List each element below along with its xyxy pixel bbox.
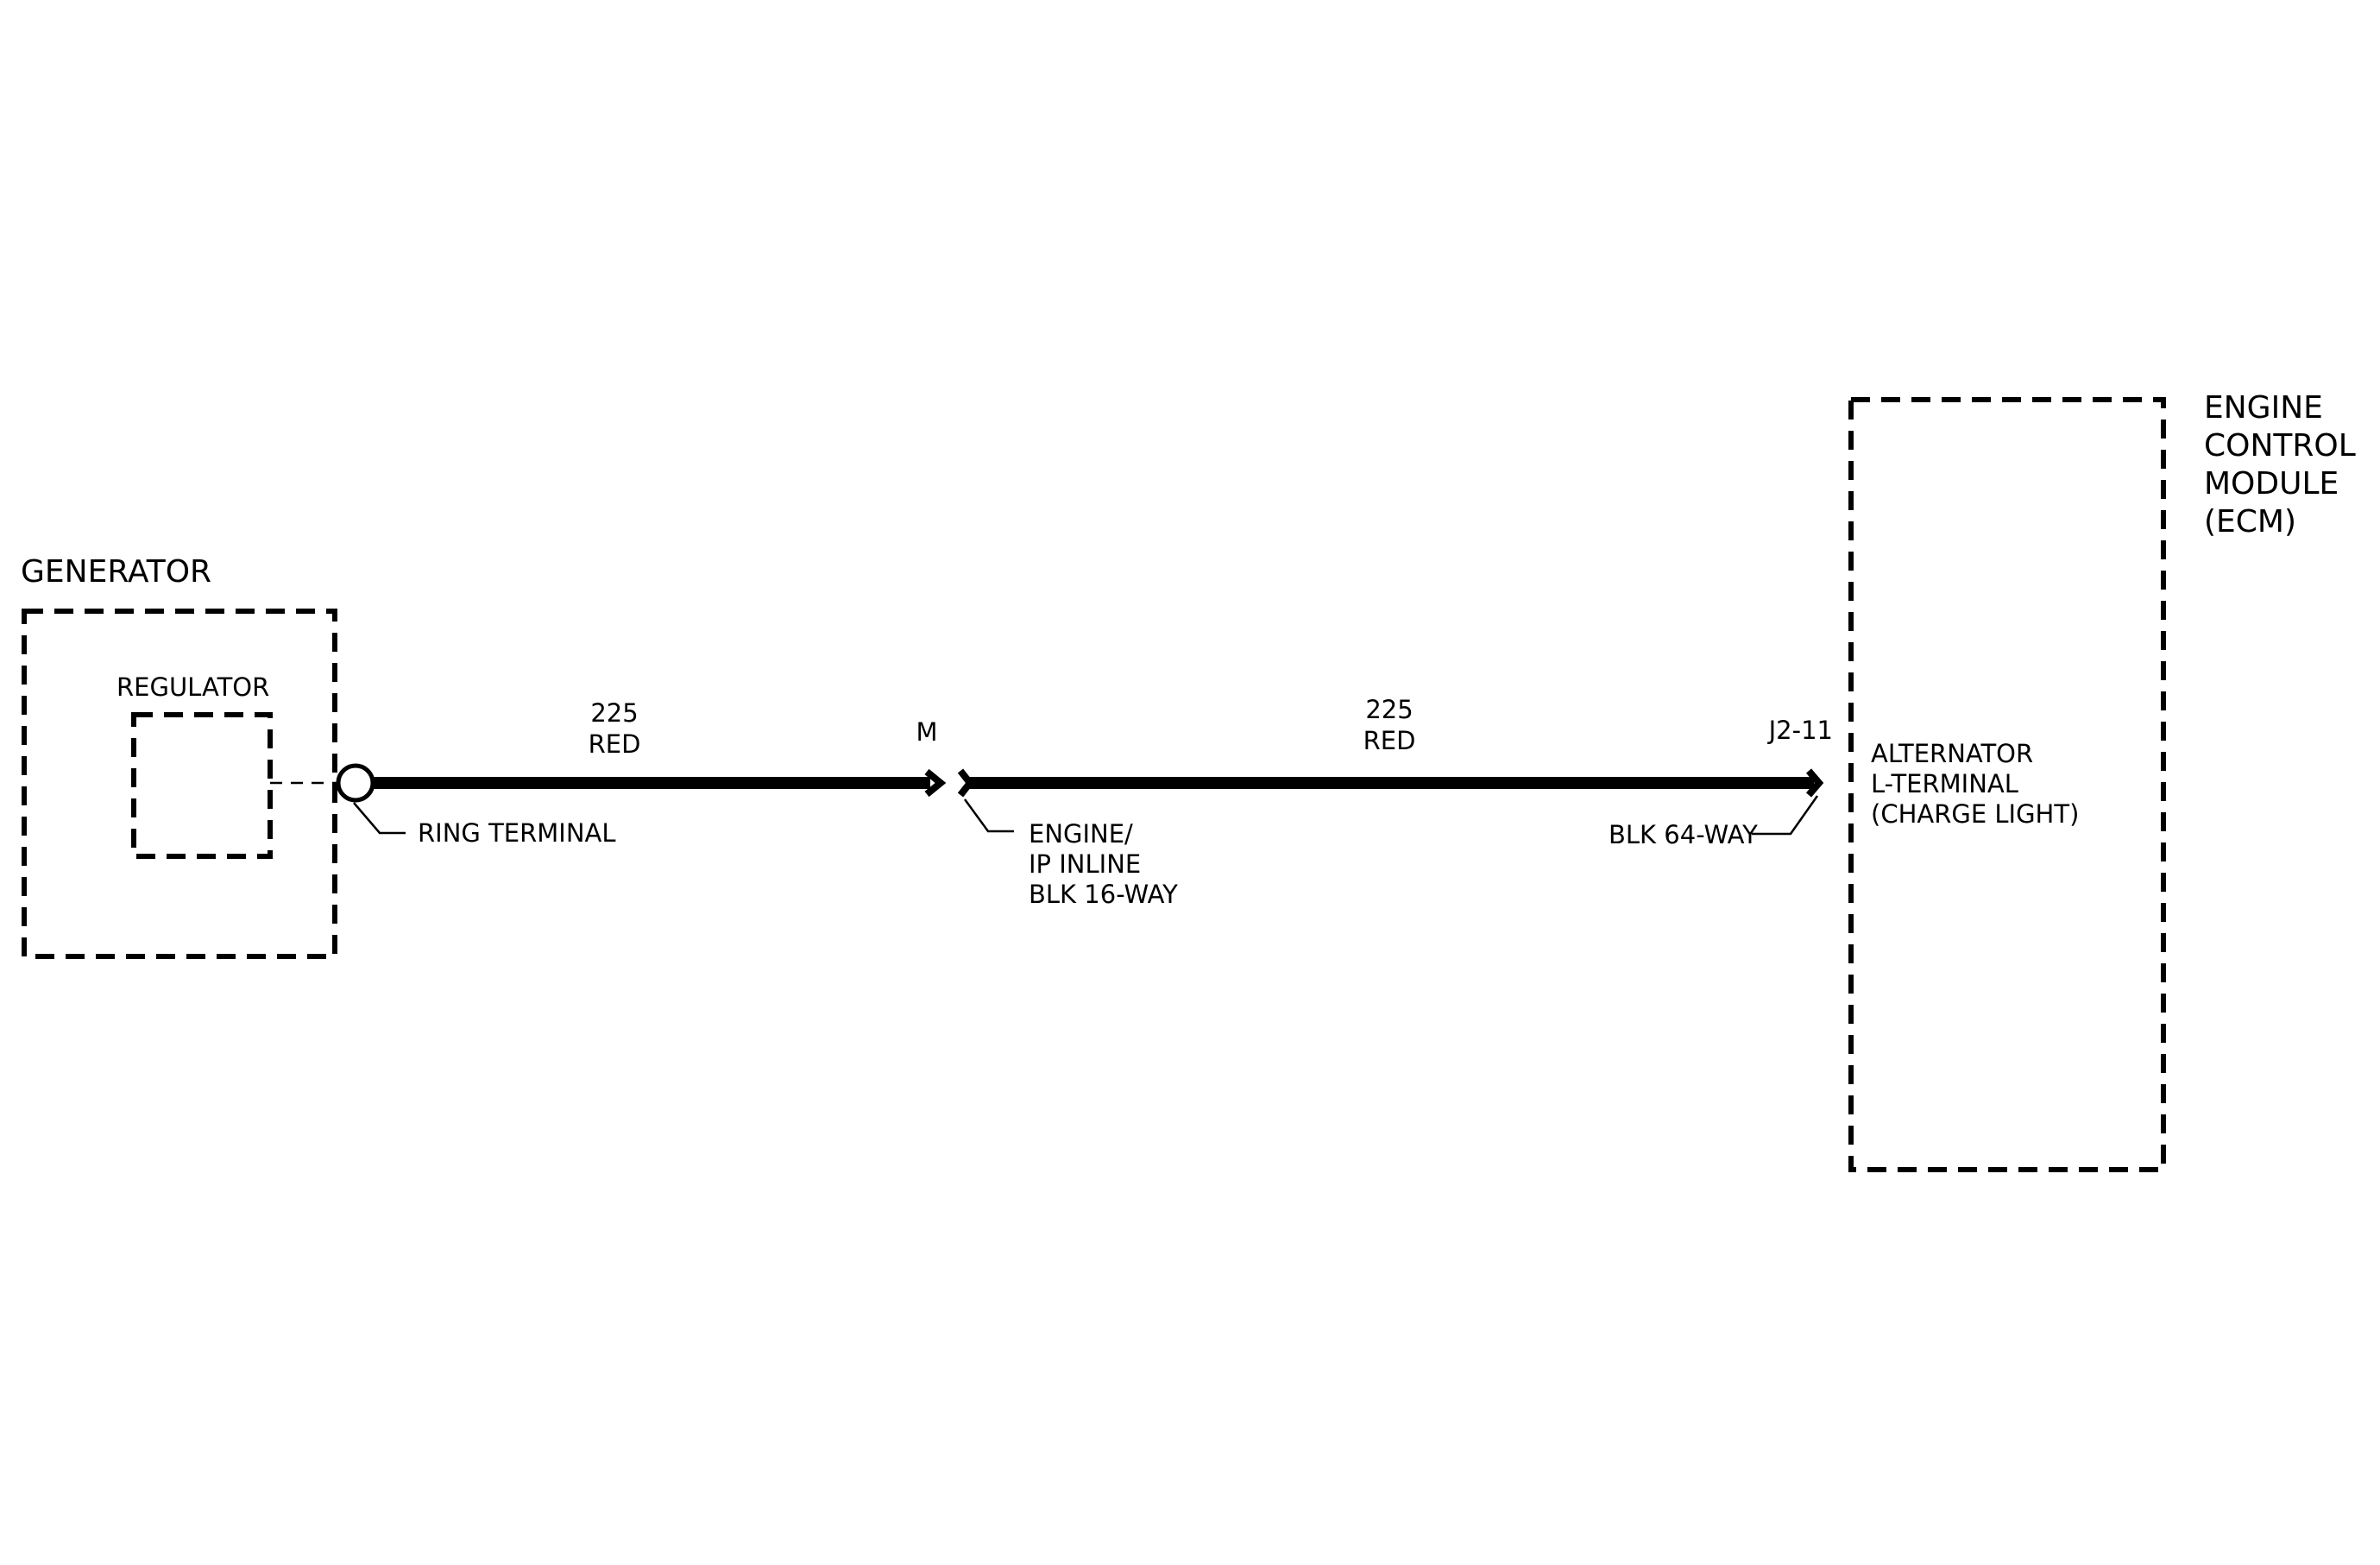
generator-title: GENERATOR — [21, 554, 211, 590]
ecm-connector-pin: J2-11 — [1767, 716, 1833, 745]
ecm-box — [1848, 397, 2166, 1172]
connector-terminal-icon — [1805, 768, 1824, 798]
inline-connector-name-2: IP INLINE — [1029, 849, 1141, 879]
ecm-input-3: (CHARGE LIGHT) — [1871, 799, 2079, 829]
inline-connector-name-1: ENGINE/ — [1029, 819, 1133, 849]
ecm-connector-leader — [1752, 795, 1819, 836]
ecm-title-3: MODULE — [2204, 466, 2339, 502]
regulator-box — [131, 712, 273, 859]
male-terminal-arrow-icon — [924, 768, 947, 798]
wire-2-circuit: 225 — [1365, 695, 1413, 724]
ecm-input-1: ALTERNATOR — [1871, 739, 2033, 768]
wire-segment-2: 225 RED — [966, 695, 1814, 789]
ring-terminal-leader — [353, 802, 406, 835]
ecm-connector: J2-11 BLK 64-WAY — [1609, 716, 1833, 849]
inline-connector-name-3: BLK 16-WAY — [1029, 880, 1178, 909]
wire-segment-1: 225 RED — [373, 698, 947, 798]
generator-box — [22, 609, 337, 959]
inline-connector-leader — [963, 798, 1014, 833]
inline-connector-pin: M — [916, 717, 937, 747]
generator-component: GENERATOR REGULATOR — [21, 554, 338, 959]
ring-terminal-label: RING TERMINAL — [418, 818, 616, 848]
ecm-title-4: (ECM) — [2204, 504, 2296, 540]
ecm-component: ENGINE CONTROL MODULE (ECM) ALTERNATOR L… — [1848, 390, 2356, 1172]
regulator-label: REGULATOR — [116, 672, 269, 702]
ring-terminal-icon — [336, 763, 375, 803]
wire-1-color: RED — [589, 729, 641, 759]
ecm-title-2: CONTROL — [2204, 428, 2356, 464]
wire-2-color: RED — [1363, 726, 1416, 755]
ecm-input-2: L-TERMINAL — [1871, 769, 2018, 798]
ecm-title-1: ENGINE — [2204, 390, 2323, 426]
ring-terminal: RING TERMINAL — [336, 763, 616, 848]
inline-connector: M ENGINE/ IP INLINE BLK 16-WAY — [916, 717, 1178, 909]
ecm-connector-name: BLK 64-WAY — [1609, 820, 1758, 849]
wire-1-circuit: 225 — [590, 698, 638, 728]
